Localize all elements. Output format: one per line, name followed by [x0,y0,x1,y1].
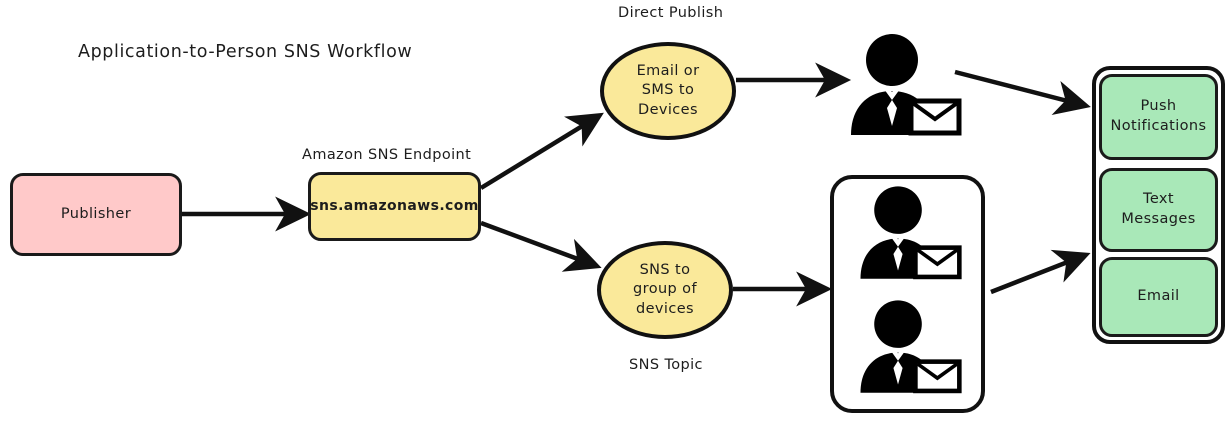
edge-endpoint-to-sns-topic [480,220,602,272]
node-direct-publish-line2: SMS to [641,82,695,99]
node-sns-topic-line3: devices [636,300,694,317]
edge-group-to-channels [990,249,1091,295]
channel-email-line1: Email [1137,288,1180,305]
direct-publish-caption: Direct Publish [618,5,724,21]
node-direct-publish[interactable]: Email or SMS to Devices [600,42,736,140]
channel-push-notifications[interactable]: Push Notifications [1099,74,1218,160]
channel-email[interactable]: Email [1099,257,1218,337]
node-publisher[interactable]: Publisher [10,173,182,256]
node-direct-publish-line1: Email or [636,63,700,80]
diagram-title: Application-to-Person SNS Workflow [78,42,413,62]
endpoint-caption: Amazon SNS Endpoint [302,147,472,163]
channel-push-notifications-line1: Push [1140,98,1177,115]
channel-text-messages[interactable]: Text Messages [1099,168,1218,252]
node-sns-endpoint-label: sns.amazonaws.com [310,198,479,215]
node-group-subscriber-2[interactable] [855,300,963,394]
channel-push-notifications-line2: Notifications [1110,118,1207,134]
sns-topic-caption: SNS Topic [629,357,703,373]
node-group-subscriber-1[interactable] [855,186,963,280]
node-sns-topic-line1: SNS to [639,262,691,279]
person-with-envelope-icon [860,186,962,280]
node-sns-topic-line2: group of [633,281,697,298]
node-publisher-label: Publisher [60,205,132,222]
edge-subscriber-to-channels [954,69,1091,116]
edge-endpoint-to-direct-publish [479,112,604,190]
node-sns-endpoint[interactable]: sns.amazonaws.com [308,172,481,241]
person-with-envelope-icon [851,34,962,136]
person-with-envelope-icon [860,300,962,394]
channel-text-messages-line2: Messages [1121,211,1196,227]
node-single-subscriber[interactable] [845,34,963,136]
node-sns-topic[interactable]: SNS to group of devices [597,241,733,339]
channel-text-messages-line1: Text [1143,191,1174,208]
node-direct-publish-line3: Devices [638,101,698,118]
